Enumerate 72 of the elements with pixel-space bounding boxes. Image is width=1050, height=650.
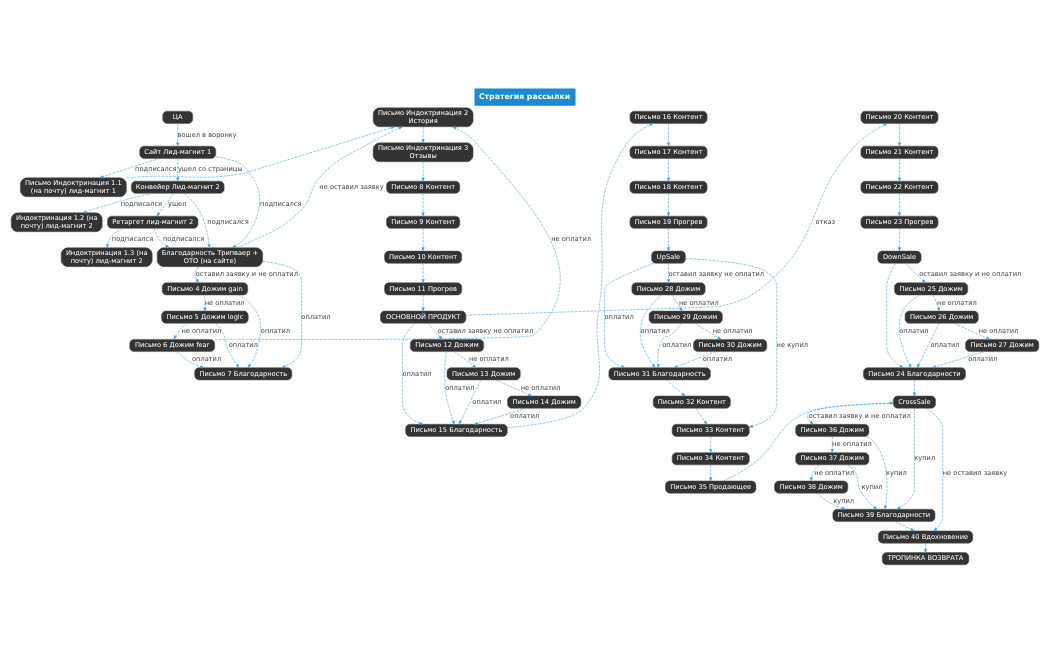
arrow — [421, 227, 425, 251]
arrow — [866, 435, 888, 509]
arrow — [656, 322, 682, 368]
arrow — [953, 322, 991, 340]
arrow — [673, 350, 716, 368]
arrow — [82, 192, 153, 213]
arrow — [214, 322, 240, 368]
arrow — [924, 542, 927, 553]
arrow — [184, 192, 211, 248]
arrow — [694, 322, 722, 340]
arrow — [671, 294, 683, 311]
arrow — [215, 155, 260, 248]
arrow — [830, 435, 834, 453]
arrow — [465, 122, 888, 315]
arrow — [421, 262, 425, 283]
arrow — [807, 402, 894, 425]
arrow — [898, 157, 901, 181]
arrow — [99, 157, 160, 178]
arrow — [176, 122, 180, 146]
arrow — [640, 294, 662, 368]
arrow — [667, 192, 670, 216]
arrow — [421, 192, 425, 216]
arrow — [847, 464, 877, 509]
arrow — [886, 262, 904, 368]
arrow — [458, 379, 482, 425]
arrow — [926, 407, 944, 531]
arrow — [454, 350, 477, 368]
arrow — [895, 520, 915, 531]
arrow — [898, 192, 901, 216]
arrow — [474, 407, 527, 425]
arrow — [905, 262, 926, 283]
arrow — [173, 322, 189, 340]
arrow — [667, 227, 670, 251]
arrow — [666, 379, 686, 396]
arrow — [810, 464, 820, 481]
arrow — [709, 435, 713, 453]
arrow — [667, 122, 670, 146]
arrow — [709, 464, 713, 481]
arrow — [402, 322, 424, 425]
arrow — [913, 379, 916, 396]
arrow — [176, 350, 205, 368]
arrow — [816, 492, 846, 510]
arrow — [214, 126, 561, 340]
arrow — [156, 192, 174, 216]
arrow — [238, 294, 261, 368]
arrow — [176, 157, 180, 181]
arrow — [896, 407, 915, 509]
arrow — [421, 126, 425, 143]
arrow — [421, 294, 425, 311]
arrow — [262, 260, 302, 368]
arrow — [495, 379, 533, 396]
arrow — [604, 262, 654, 368]
arrow — [723, 401, 894, 481]
arrow — [106, 227, 124, 248]
arrow — [916, 322, 940, 368]
arrow — [898, 227, 901, 251]
arrow — [932, 350, 985, 368]
arrow — [899, 294, 920, 368]
arrow — [194, 266, 199, 283]
arrow — [427, 322, 443, 340]
arrow — [203, 294, 207, 311]
arrow — [933, 294, 940, 311]
arrow — [667, 262, 670, 283]
arrow — [236, 126, 403, 248]
arrow — [667, 157, 670, 181]
arrow — [126, 125, 395, 178]
arrow — [421, 160, 425, 181]
arrow — [153, 227, 170, 248]
arrow — [898, 122, 901, 146]
arrow — [685, 257, 778, 428]
arrow — [695, 407, 708, 425]
arrow — [444, 350, 455, 425]
